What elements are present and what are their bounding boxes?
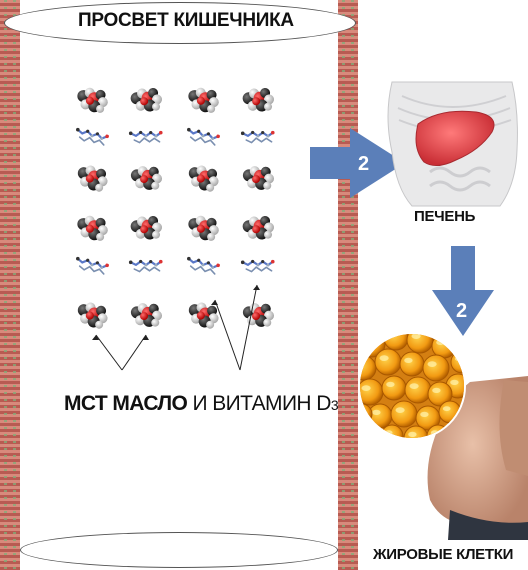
lumen-title: ПРОСВЕТ КИШЕЧНИКА: [78, 10, 294, 31]
fat-cell-highlight: [361, 385, 371, 391]
oil-molecule: [75, 86, 110, 114]
oil-molecule: [130, 165, 163, 191]
fat-cells-label: ЖИРОВЫЕ КЛЕТКИ: [373, 546, 514, 563]
person-pants: [448, 510, 528, 540]
arrow-to-liver: [310, 128, 405, 198]
fat-cell: [360, 403, 373, 425]
fat-cell: [406, 334, 434, 354]
oil-molecule: [241, 85, 276, 114]
lumen-bottom-opening: [20, 532, 338, 568]
arrow-to-liver-number: 2: [358, 153, 369, 175]
oil-molecule: [74, 300, 111, 331]
fat-cell-highlight: [432, 387, 441, 394]
fat-cell-highlight: [409, 383, 419, 389]
oil-molecule: [186, 214, 221, 242]
fat-cell-highlight: [372, 409, 381, 416]
vitamin-d-text: И ВИТАМИН D: [187, 392, 331, 415]
vitamin-d3-molecule: [127, 127, 165, 146]
oil-molecule: [129, 85, 164, 114]
arrow-to-fat: [432, 246, 494, 336]
liver-icon: [415, 110, 495, 166]
fat-cell-highlight: [395, 407, 405, 413]
fat-cells-person-image: [358, 332, 528, 540]
oil-molecule: [75, 214, 110, 242]
vitamin-d3-molecule: [73, 255, 111, 276]
pointer-line: [214, 299, 241, 371]
fat-cell-highlight: [442, 406, 451, 412]
fat-cell-highlight: [363, 337, 373, 343]
vitamin-d3-molecule: [73, 126, 111, 147]
vitamin-d3-molecule: [239, 127, 277, 146]
molecule-grid: [73, 85, 277, 331]
fat-cell-highlight: [427, 361, 437, 367]
intestine-wall-left: [0, 0, 20, 570]
fat-cell: [403, 425, 429, 438]
fat-cells-icon: [360, 334, 464, 438]
fat-cell: [415, 405, 441, 431]
fat-cell: [427, 381, 453, 407]
pointer-line: [239, 284, 258, 371]
pointer-line: [121, 334, 147, 371]
oil-molecule: [129, 213, 164, 242]
fat-cell-highlight: [420, 411, 429, 418]
fat-cell: [381, 375, 407, 401]
fat-cell-highlight: [379, 355, 389, 361]
torso-liver-image: [387, 81, 518, 207]
oil-molecule: [74, 163, 111, 194]
fat-cell-highlight: [411, 334, 421, 339]
arrow-to-fat-number: 2: [456, 300, 467, 322]
oil-molecule: [186, 86, 221, 114]
arrowhead: [211, 300, 218, 305]
oil-molecule: [130, 302, 163, 328]
pointer-lines: [95, 284, 258, 371]
oil-molecule: [241, 213, 276, 242]
fat-cell-highlight: [450, 379, 459, 386]
fat-cell: [374, 348, 402, 376]
pointer-arrowheads: [92, 285, 260, 340]
vitamin-d3-molecule: [127, 256, 165, 275]
vitamin-d3-molecule: [184, 255, 222, 276]
arrowhead: [253, 285, 260, 290]
mct-oil-text: МСТ МАСЛО: [64, 392, 188, 415]
pointer-line: [95, 334, 123, 371]
fat-cell: [399, 351, 425, 377]
arrowhead: [142, 335, 149, 340]
mct-vitamin-label: МСТ МАСЛО И ВИТАМИН D3: [64, 392, 339, 416]
vitamin-d3-molecule: [184, 126, 222, 147]
fat-cell: [390, 400, 418, 428]
vitamin-d-subscript: 3: [330, 397, 339, 413]
liver-label: ПЕЧЕНЬ: [414, 208, 476, 225]
fat-cell: [422, 354, 450, 382]
fat-cell-highlight: [386, 381, 395, 388]
fat-cell-highlight: [360, 408, 363, 414]
lumen-top-opening: [4, 2, 356, 44]
torso-intestines: [429, 166, 491, 192]
oil-molecule: [242, 302, 275, 328]
vitamin-d3-molecule: [239, 256, 277, 275]
oil-molecule: [185, 163, 222, 194]
fat-cell-highlight: [408, 431, 417, 438]
arrowhead: [92, 335, 99, 340]
person-arm: [499, 380, 528, 476]
fat-cell: [404, 376, 432, 404]
oil-molecule: [242, 165, 275, 191]
fat-cell-highlight: [404, 357, 413, 364]
fat-cell: [360, 355, 377, 381]
